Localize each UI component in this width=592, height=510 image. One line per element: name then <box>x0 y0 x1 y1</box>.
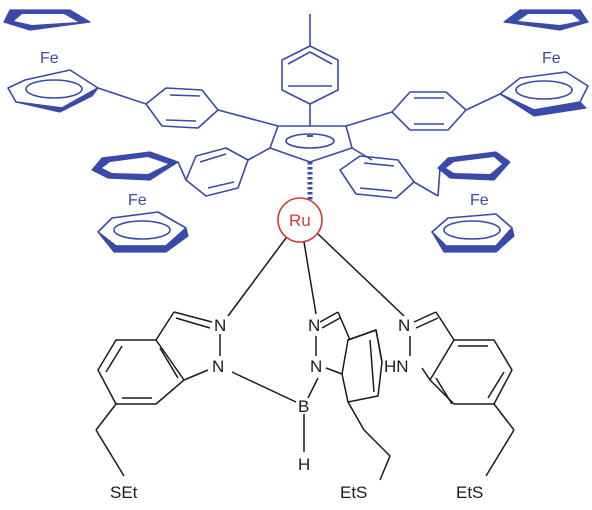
fe-label: Fe <box>470 192 489 209</box>
phenyl-upper-left <box>97 87 279 129</box>
ferrocene-top-right: Fe <box>499 9 589 117</box>
n-atom: N <box>308 316 320 335</box>
fe-label: Fe <box>542 50 561 67</box>
phenyl-ring <box>145 87 219 129</box>
n-atom: N <box>214 316 226 335</box>
ets-substituent: EtS <box>340 483 367 502</box>
ferrocene-top-left: Fe <box>3 9 99 113</box>
ru-label: Ru <box>289 211 311 230</box>
ru-n-bond-middle <box>303 241 317 315</box>
ru-n-bond-left <box>227 237 287 317</box>
ruthenium-center: Ru <box>277 197 323 243</box>
central-cp-ring <box>269 125 353 202</box>
benzo-ring <box>429 339 513 405</box>
ru-n-bond-right <box>317 233 405 317</box>
fe-label: Fe <box>40 50 59 67</box>
n-atom: N <box>310 357 322 376</box>
benzo-ring <box>97 339 185 405</box>
phenyl-lower-right <box>339 147 441 199</box>
ru-circle <box>277 197 323 243</box>
tolyl-group <box>281 14 339 126</box>
phenyl-lower-left <box>177 147 271 197</box>
indazole-left: N N SEt <box>95 311 226 502</box>
ferrocene-middle-left: Fe <box>91 151 189 253</box>
phenyl-ring <box>185 147 249 197</box>
phenyl-ring <box>281 45 339 105</box>
phenyl-ring <box>339 155 415 199</box>
set-substituent: SEt <box>110 483 138 502</box>
indazole-right: N HN EtS <box>384 311 515 502</box>
borate-center: B H <box>231 371 319 474</box>
benzo-ring <box>341 329 383 403</box>
phenyl-upper-right <box>345 91 501 131</box>
ets-substituent: EtS <box>456 483 483 502</box>
n-atom: N <box>212 357 224 376</box>
n-atom: N <box>398 316 410 335</box>
ferrocene-middle-right: Fe <box>431 151 515 253</box>
h-atom: H <box>298 455 310 474</box>
b-atom: B <box>298 397 309 416</box>
cp-ring <box>269 125 353 163</box>
indazole-middle: N N EtS <box>308 311 391 502</box>
hn-atom: HN <box>384 357 409 376</box>
fe-label: Fe <box>128 192 147 209</box>
